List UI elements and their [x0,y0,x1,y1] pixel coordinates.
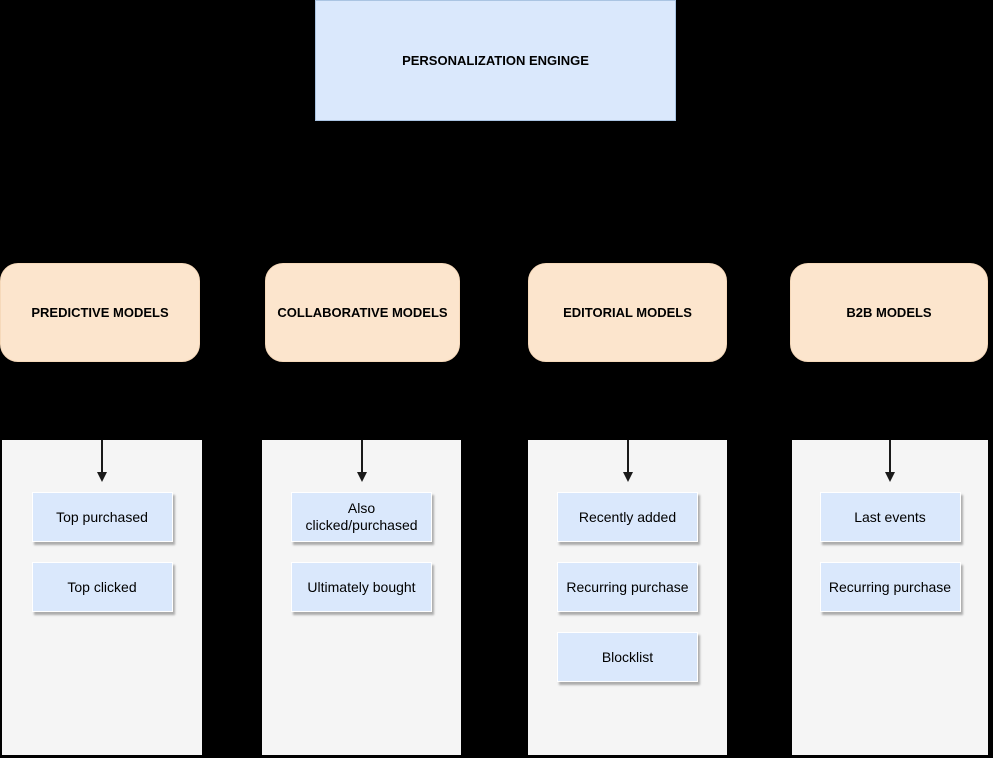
root-node-label: PERSONALIZATION ENGINGE [402,53,589,68]
branch-node-label: PREDICTIVE MODELS [31,305,169,320]
arrow-down-icon [884,440,896,483]
leaf-node-recurring-purchase-b2b: Recurring purchase [819,562,961,612]
leaf-node-recurring-purchase: Recurring purchase [557,562,698,612]
arrow-line [626,440,629,473]
root-node-personalization-engine: PERSONALIZATION ENGINGE [315,0,676,121]
leaf-node-label: Also clicked/purchased [305,500,418,533]
arrow-head [622,472,633,482]
leaf-node-label: Recurring purchase [566,578,689,595]
arrow-down-icon [356,440,368,483]
leaf-node-also-clicked-purchased: Also clicked/purchased [291,492,432,542]
arrow-line [360,440,363,473]
branch-node-label: B2B MODELS [846,305,932,320]
arrow-down-icon [96,440,108,483]
leaf-node-label: Ultimately bought [307,578,416,595]
branch-node-label: EDITORIAL MODELS [563,305,692,320]
group-panel-predictive-models: Top purchased Top clicked [2,440,202,755]
branch-node-predictive-models: PREDICTIVE MODELS [0,263,200,362]
leaf-node-blocklist: Blocklist [557,632,698,682]
leaf-node-top-clicked: Top clicked [31,562,173,612]
leaf-node-label: Top clicked [67,578,137,595]
leaf-node-last-events: Last events [819,492,961,542]
leaf-node-label: Last events [854,508,926,525]
leaf-node-label: Recurring purchase [828,578,952,595]
leaf-node-ultimately-bought: Ultimately bought [291,562,432,612]
arrow-head [885,472,895,482]
branch-node-editorial-models: EDITORIAL MODELS [528,263,727,362]
group-panel-editorial-models: Recently added Recurring purchase Blockl… [528,440,727,755]
leaf-node-top-purchased: Top purchased [31,492,173,542]
arrow-head [97,472,107,482]
branch-node-b2b-models: B2B MODELS [790,263,988,362]
group-panel-collaborative-models: Also clicked/purchased Ultimately bought [262,440,461,755]
branch-node-label: COLLABORATIVE MODELS [277,305,448,320]
leaf-node-label: Top purchased [56,508,148,525]
leaf-node-label: Recently added [578,508,677,525]
branch-node-collaborative-models: COLLABORATIVE MODELS [265,263,460,362]
leaf-node-label: Blocklist [601,648,654,665]
arrow-line [889,440,891,473]
arrow-line [101,440,103,473]
group-panel-b2b-models: Last events Recurring purchase [792,440,988,755]
arrow-head [356,472,367,482]
leaf-node-recently-added: Recently added [557,492,698,542]
arrow-down-icon [622,440,634,483]
